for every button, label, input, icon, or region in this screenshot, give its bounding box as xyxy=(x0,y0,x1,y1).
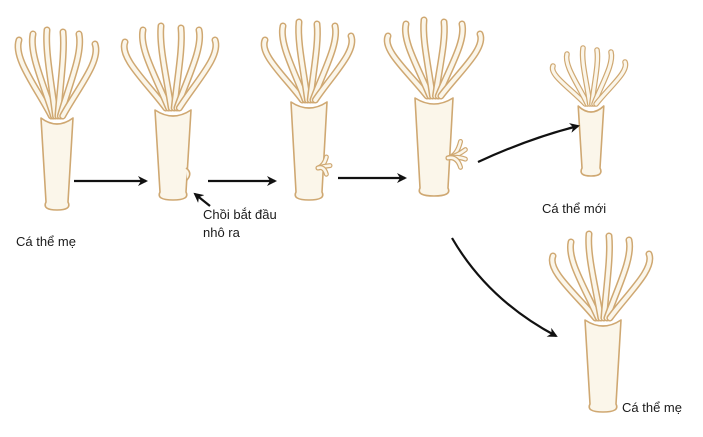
body-column xyxy=(584,319,622,413)
tentacle-fill xyxy=(601,234,612,320)
label-mother-right: Cá thể mẹ xyxy=(622,400,682,415)
tentacle-fill xyxy=(174,28,202,110)
tentacle-fill xyxy=(55,30,66,118)
bud-tentacle-fill xyxy=(316,166,328,176)
tentacle-fill xyxy=(30,32,56,118)
tentacle-fill xyxy=(568,240,601,320)
hydra-bud-beginning xyxy=(120,22,220,201)
hydra-mother-right xyxy=(548,230,654,413)
tentacle-fill xyxy=(604,238,632,320)
tentacle-fill xyxy=(433,20,447,98)
arrow-to-mother-right xyxy=(451,237,558,337)
tentacle-fill xyxy=(308,22,320,102)
tentacle-fill xyxy=(44,28,58,118)
arrow-to-new-individual xyxy=(477,123,580,163)
tentacle-fill xyxy=(565,52,589,106)
body-column xyxy=(577,105,605,177)
bud-small-tentacles xyxy=(315,154,333,177)
tentacle-fill xyxy=(140,28,171,110)
tentacle-fill xyxy=(313,34,354,102)
tentacle-fill xyxy=(310,24,338,102)
tentacle-fill xyxy=(586,232,603,320)
hydra-bud-small xyxy=(260,18,356,201)
tentacle-fill xyxy=(262,38,305,102)
body-column xyxy=(40,117,74,211)
hydra-new-individual xyxy=(549,45,629,177)
bud-large-tentacles xyxy=(445,138,468,170)
tentacle-fill xyxy=(385,34,430,98)
hydra-bud-large xyxy=(383,16,485,197)
body-column xyxy=(414,97,454,197)
tentacle-fill xyxy=(122,40,168,110)
tentacle-fill xyxy=(594,60,628,106)
pointer-bud-start xyxy=(193,192,211,207)
label-bud-start-line2: nhô ra xyxy=(203,225,240,240)
body-column xyxy=(154,109,192,201)
tentacle-fill xyxy=(592,50,614,106)
tentacle-fill xyxy=(607,252,652,320)
tentacle-fill xyxy=(60,42,98,118)
tentacle-fill xyxy=(177,38,218,110)
tentacle-fill xyxy=(438,32,483,98)
tentacle-fill xyxy=(296,20,310,102)
body-column xyxy=(290,101,328,201)
bud-tentacle-fill xyxy=(446,156,462,169)
tentacle-fill xyxy=(436,22,465,98)
tentacle-fill xyxy=(421,18,435,98)
tentacle-fill xyxy=(58,32,82,118)
hydra-mother-left xyxy=(14,26,100,211)
tentacle-fill xyxy=(16,38,54,118)
tentacle-fill xyxy=(158,24,174,110)
tentacle-fill xyxy=(590,48,600,106)
tentacle-fill xyxy=(550,254,598,320)
tentacle-fill xyxy=(580,46,592,106)
tentacle-fill xyxy=(403,22,432,98)
label-bud-start-line1: Chồi bắt đầu xyxy=(203,207,277,222)
bud-bump xyxy=(185,167,191,181)
label-mother-left: Cá thể mẹ xyxy=(16,234,76,249)
tentacle-fill xyxy=(551,64,587,106)
tentacle-fill xyxy=(172,26,184,110)
label-new-individual: Cá thể mới xyxy=(542,201,607,216)
tentacle-fill xyxy=(280,24,308,102)
